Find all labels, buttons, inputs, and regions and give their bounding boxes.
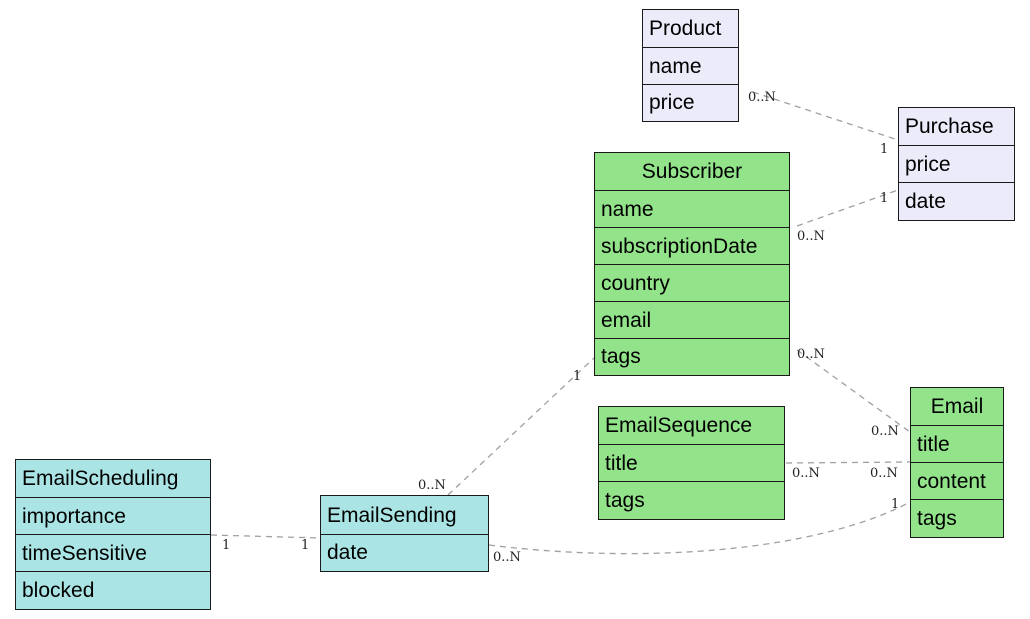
entity-product-attr-price: price — [649, 91, 695, 114]
card-subscriber-email-email: 0..N — [871, 424, 899, 439]
entity-product-attr-name: name — [643, 48, 738, 85]
entity-purchase[interactable]: Purchase price date — [898, 107, 1015, 221]
entity-email-sequence-title: EmailSequence — [599, 407, 784, 445]
entity-subscriber-title: Subscriber — [595, 153, 789, 191]
card-scheduling-sending-scheduling: 1 — [222, 538, 230, 553]
card-sending-email-sending: 0..N — [493, 550, 521, 565]
entity-subscriber-attr-country: country — [595, 265, 789, 302]
entity-subscriber-attr-subscriptiondate: subscriptionDate — [595, 228, 789, 265]
card-sending-email-email: 1 — [891, 497, 899, 512]
entity-email-scheduling-title: EmailScheduling — [16, 460, 210, 498]
entity-email[interactable]: Email title content tags — [910, 387, 1004, 538]
relation-sequence-email — [785, 461, 911, 464]
entity-email-sequence-attr-title: title — [599, 445, 784, 482]
entity-email-attr-tags: tags — [917, 507, 957, 530]
entity-email-scheduling-attr-importance: importance — [16, 498, 210, 535]
card-scheduling-sending-sending: 1 — [301, 538, 309, 553]
relation-scheduling-sending — [210, 534, 321, 539]
entity-subscriber[interactable]: Subscriber name subscriptionDate country… — [594, 152, 790, 376]
relation-sending-subscriber — [447, 357, 595, 496]
entity-subscriber-attr-email: email — [595, 302, 789, 339]
card-product-purchase-purchase: 1 — [880, 142, 888, 157]
card-sending-subscriber-sending: 0..N — [418, 478, 446, 493]
relation-product-purchase — [752, 91, 899, 141]
entity-product-title: Product — [643, 10, 738, 48]
entity-email-sequence[interactable]: EmailSequence title tags — [598, 406, 785, 520]
entity-email-scheduling[interactable]: EmailScheduling importance timeSensitive… — [15, 459, 211, 610]
entity-purchase-attr-date: date — [905, 190, 946, 213]
card-subscriber-purchase-purchase: 1 — [880, 191, 888, 206]
entity-email-scheduling-attr-timesensitive: timeSensitive — [16, 535, 210, 572]
card-product-purchase-product: 0..N — [748, 90, 776, 105]
card-sequence-email-email: 0..N — [870, 466, 898, 481]
entity-subscriber-attr-tags: tags — [601, 345, 641, 368]
entity-email-attr-content: content — [911, 463, 1003, 500]
entity-email-sending-attr-date: date — [327, 541, 368, 564]
entity-email-scheduling-attr-blocked: blocked — [22, 579, 95, 602]
card-subscriber-purchase-subscriber: 0..N — [797, 229, 825, 244]
entity-email-sending[interactable]: EmailSending date — [320, 495, 489, 572]
relation-subscriber-email — [796, 349, 911, 433]
entity-email-sending-title: EmailSending — [321, 496, 488, 535]
entity-email-attr-title: title — [911, 426, 1003, 463]
entity-product[interactable]: Product name price — [642, 9, 739, 122]
entity-purchase-attr-price: price — [899, 146, 1014, 183]
entity-subscriber-attr-name: name — [595, 191, 789, 228]
entity-email-title: Email — [911, 388, 1003, 426]
card-sending-subscriber-subscriber: 1 — [573, 369, 581, 384]
card-sequence-email-sequence: 0..N — [792, 466, 820, 481]
entity-email-sequence-attr-tags: tags — [605, 489, 645, 512]
relation-subscriber-purchase — [796, 189, 899, 227]
entity-purchase-title: Purchase — [899, 108, 1014, 146]
card-subscriber-email-subscriber: 0..N — [797, 347, 825, 362]
